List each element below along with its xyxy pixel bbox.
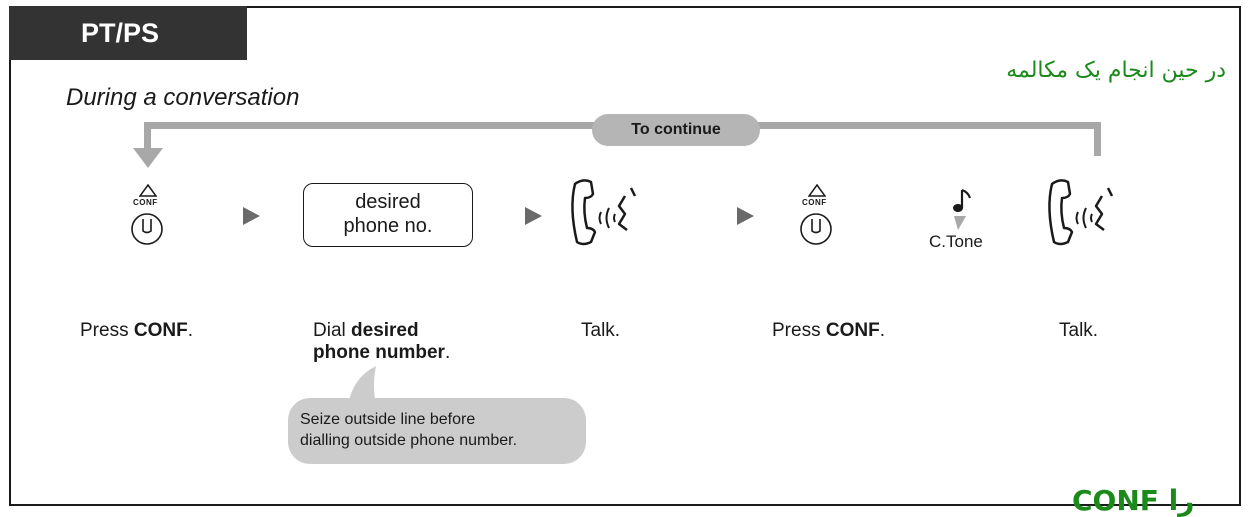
c-tone-label: C.Tone bbox=[929, 232, 983, 251]
caption-bold: CONF bbox=[133, 320, 188, 341]
caption-text: . bbox=[879, 320, 885, 341]
persian-annotation: در حین انجام یک مکالمه bbox=[1006, 58, 1226, 83]
conf-triangle-icon bbox=[139, 184, 157, 197]
handset-talk-icon bbox=[1048, 179, 1114, 246]
to-continue-badge: To continue bbox=[592, 114, 760, 146]
caption-bold: desired bbox=[351, 320, 419, 341]
caption-text: . bbox=[444, 342, 451, 363]
conf-button-icon bbox=[131, 213, 163, 245]
conf-key-label: CONF bbox=[133, 198, 158, 207]
flow-arrow-icon bbox=[243, 207, 260, 225]
bubble-tail bbox=[348, 366, 376, 406]
caption-text: Press bbox=[772, 320, 826, 341]
caption-talk-2: Talk. bbox=[1059, 320, 1099, 341]
loop-arrow-down-icon bbox=[133, 148, 163, 168]
dial-number-box: desired phone no. bbox=[303, 183, 473, 247]
caption-press-conf-1: Press CONF. bbox=[80, 320, 193, 342]
flow-arrow-icon bbox=[525, 207, 542, 225]
conf-button-icon bbox=[800, 213, 832, 245]
caption-press-conf-2: Press CONF. bbox=[772, 320, 885, 342]
conf-triangle-icon bbox=[808, 184, 826, 197]
note-bubble: Seize outside line before dialling outsi… bbox=[288, 398, 586, 464]
note-line-1: Seize outside line before bbox=[300, 411, 476, 428]
caption-bold: phone number bbox=[313, 342, 445, 363]
flow-arrow-icon bbox=[737, 207, 754, 225]
condition-label: During a conversation bbox=[66, 84, 300, 111]
caption-text: . bbox=[187, 320, 193, 341]
persian-annotation-bottom: CONF را bbox=[1072, 484, 1195, 517]
caption-dial-number: Dial desired phone number. bbox=[313, 320, 450, 364]
confirmation-tone-icon bbox=[953, 188, 972, 230]
conf-key-label: CONF bbox=[802, 198, 827, 207]
caption-text: Dial bbox=[313, 320, 352, 341]
section-tab: PT/PS bbox=[9, 6, 247, 60]
handset-talk-icon bbox=[571, 179, 637, 246]
caption-text: Press bbox=[80, 320, 134, 341]
dial-box-line-2: phone no. bbox=[343, 215, 433, 237]
dial-box-line-1: desired bbox=[355, 191, 421, 213]
caption-talk-1: Talk. bbox=[581, 320, 621, 341]
note-line-2: dialling outside phone number. bbox=[300, 432, 518, 449]
caption-bold: CONF bbox=[825, 320, 880, 341]
